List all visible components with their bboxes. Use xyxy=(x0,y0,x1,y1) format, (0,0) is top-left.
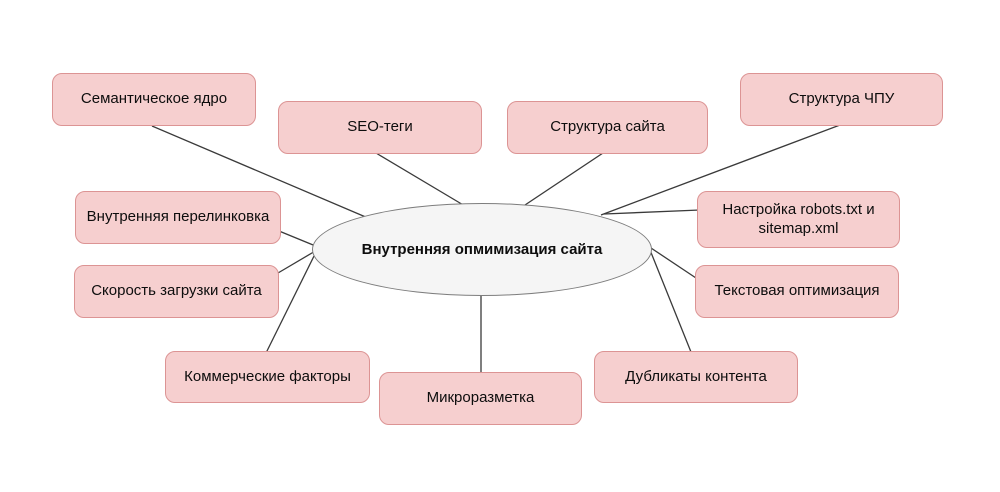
node-label: Коммерческие факторы xyxy=(184,367,351,385)
node-duplicate-content[interactable]: Дубликаты контента xyxy=(594,351,798,403)
connector-site-structure xyxy=(518,152,604,210)
node-label: Структура сайта xyxy=(550,118,665,136)
connector-text-optimization xyxy=(647,245,700,281)
node-label: Внутренняя перелинковка xyxy=(86,208,270,226)
node-label: SEO-теги xyxy=(347,118,413,136)
node-site-speed[interactable]: Скорость загрузки сайта xyxy=(74,265,279,318)
node-friendly-url[interactable]: Структура ЧПУ xyxy=(740,73,943,126)
node-label: Скорость загрузки сайта xyxy=(91,282,262,300)
node-microdata[interactable]: Микроразметка xyxy=(379,372,582,425)
node-label: Текстовая оптимизация xyxy=(714,282,880,300)
node-commercial-factors[interactable]: Коммерческие факторы xyxy=(165,351,370,403)
node-robots-sitemap[interactable]: Настройка robots.txt и sitemap.xml xyxy=(697,191,900,248)
connector-duplicate-content xyxy=(647,244,692,353)
connector-site-speed xyxy=(277,249,318,274)
connector-internal-linking xyxy=(278,230,319,248)
connector-commercial-factors xyxy=(265,249,318,354)
node-internal-linking[interactable]: Внутренняя перелинковка xyxy=(75,191,281,244)
node-label: Структура ЧПУ xyxy=(788,90,895,108)
node-label: Дубликаты контента xyxy=(625,367,767,385)
node-text-optimization[interactable]: Текстовая оптимизация xyxy=(695,265,899,318)
center-node-internal-optimization[interactable]: Внутренняя опмимизация сайта xyxy=(312,203,652,296)
connector-robots-sitemap xyxy=(603,209,701,215)
node-seo-tags[interactable]: SEO-теги xyxy=(278,101,482,154)
node-label: Семантическое ядро xyxy=(80,90,228,108)
center-node-label: Внутренняя опмимизация сайта xyxy=(361,241,603,258)
connector-seo-tags xyxy=(375,152,471,210)
node-label: Настройка robots.txt и sitemap.xml xyxy=(722,200,875,237)
connector-semantic-core xyxy=(151,125,369,219)
node-site-structure[interactable]: Структура сайта xyxy=(507,101,708,154)
connector-friendly-url xyxy=(600,124,841,216)
node-label: Микроразметка xyxy=(426,389,535,407)
node-semantic-core[interactable]: Семантическое ядро xyxy=(52,73,256,126)
